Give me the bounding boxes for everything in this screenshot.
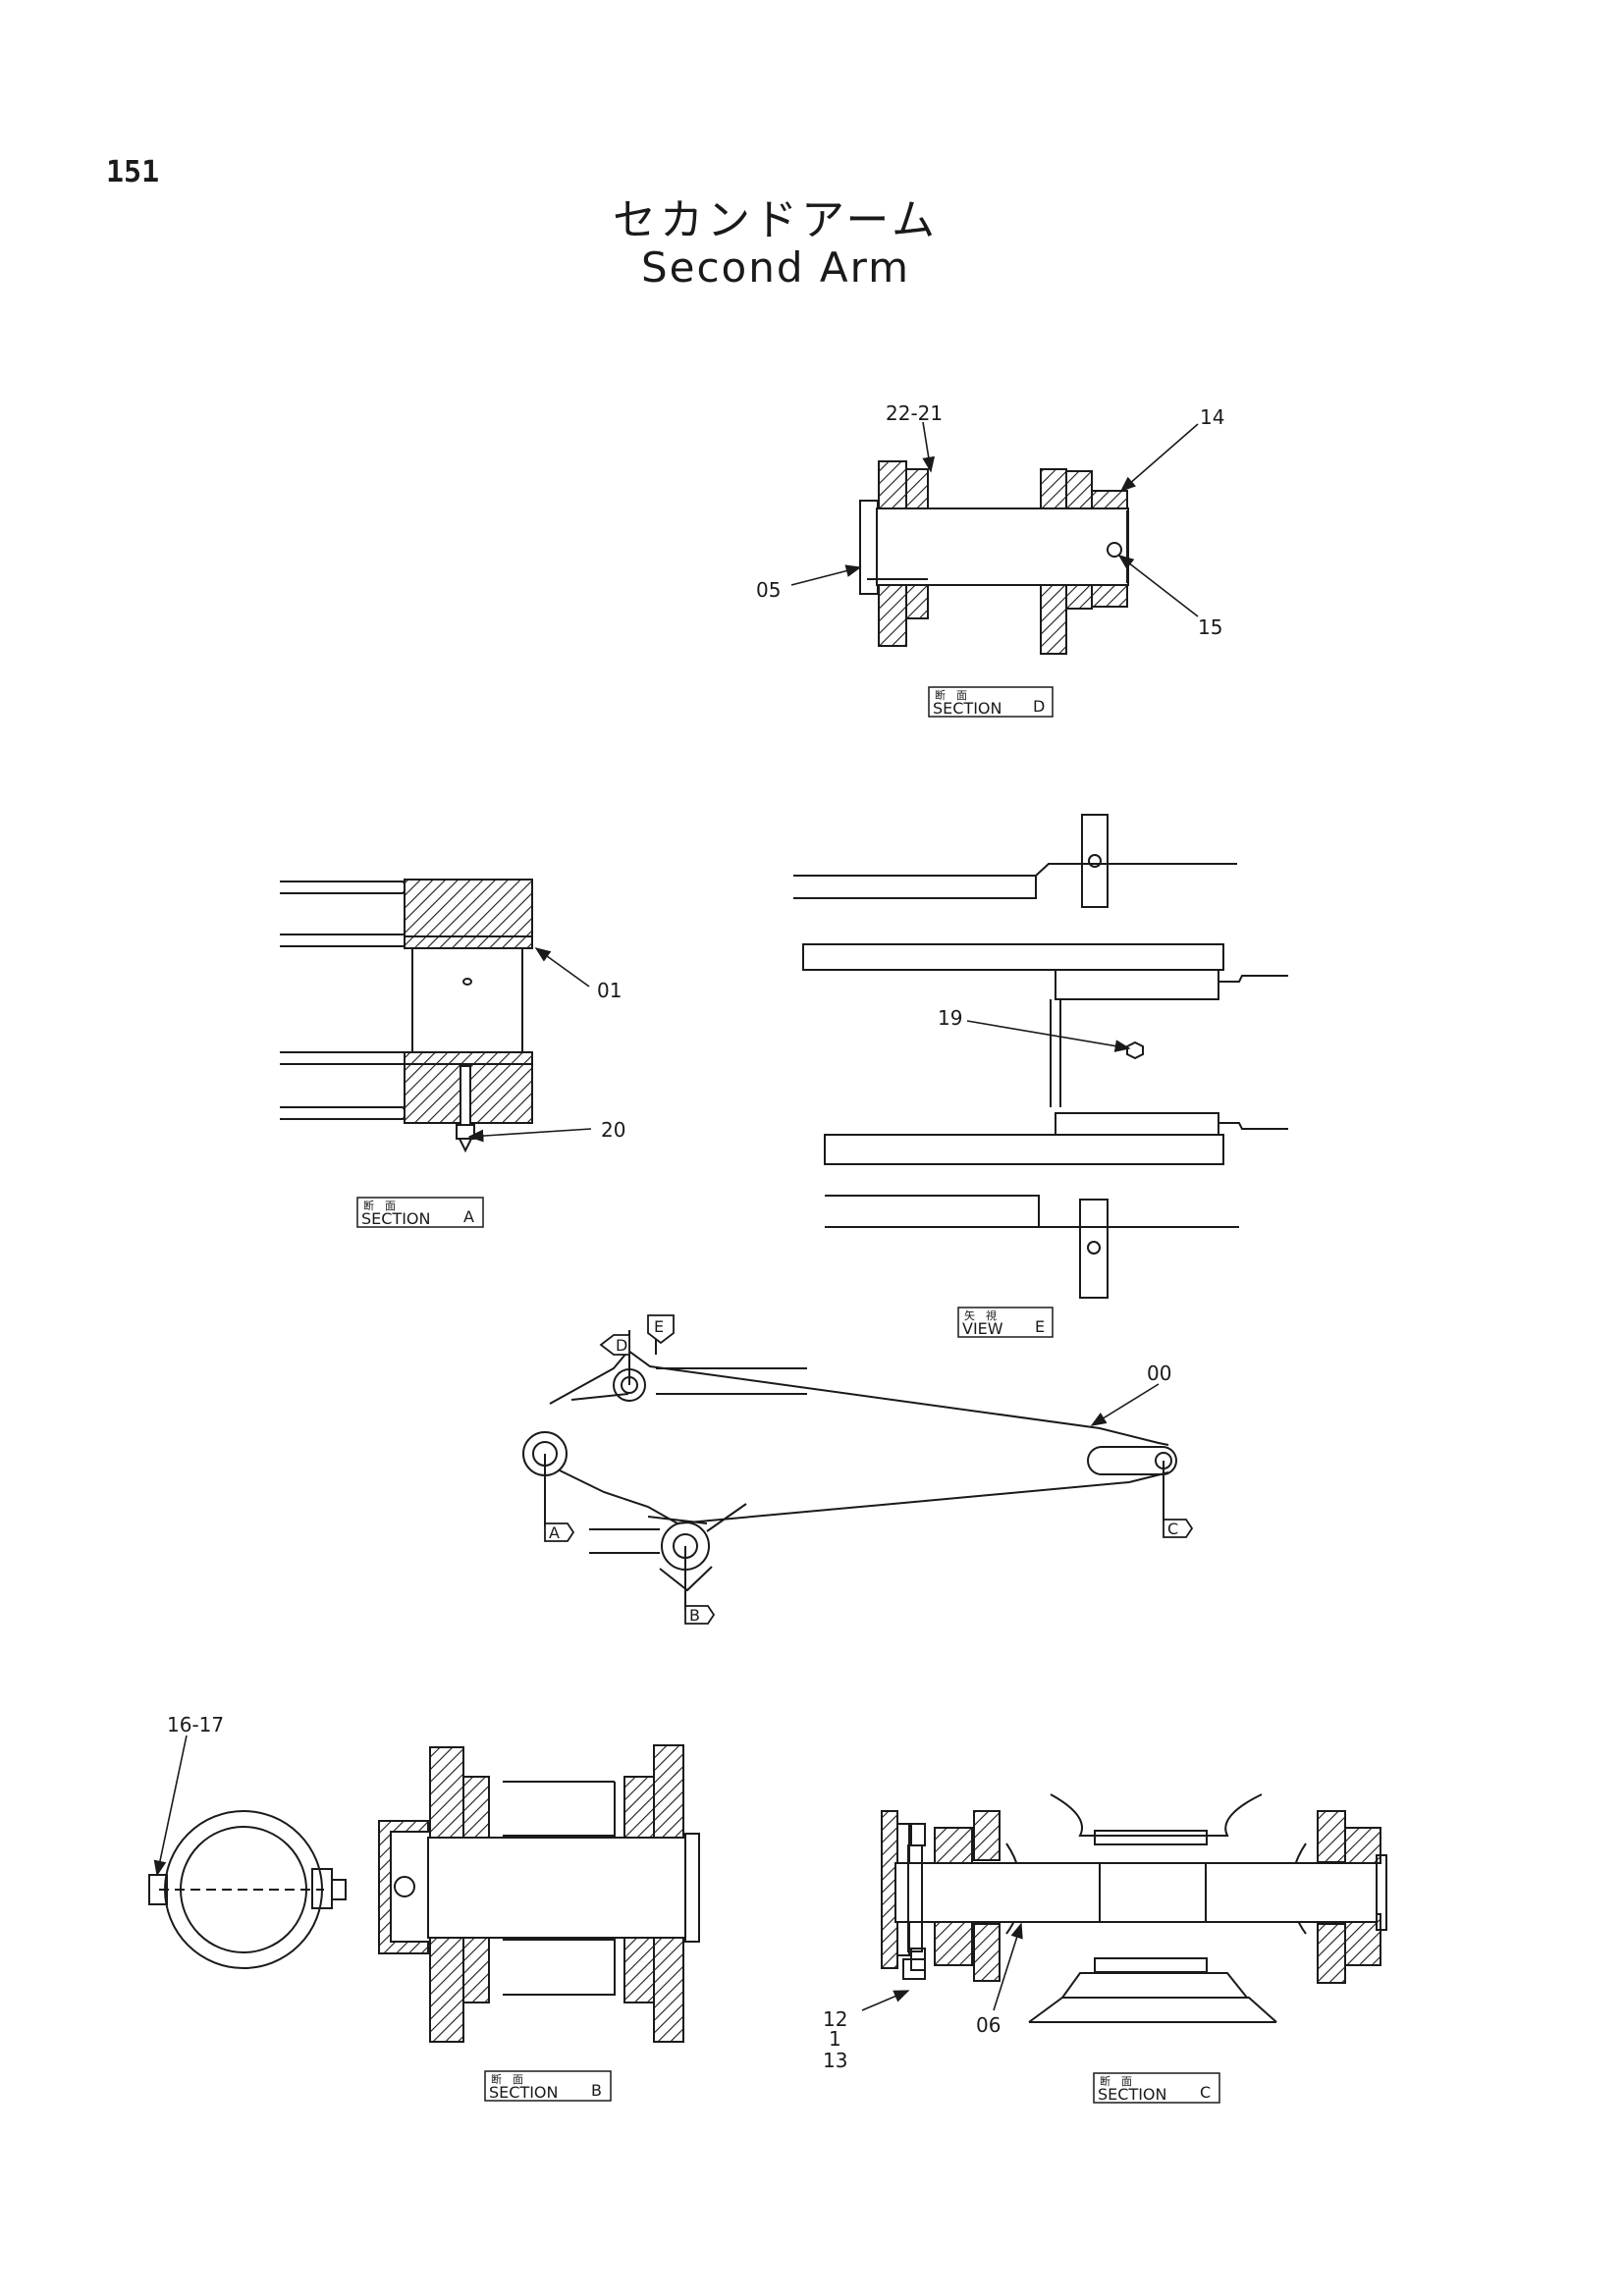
part-label-05: 05 [756,578,781,602]
tag-view-e-en: VIEW [962,1319,1003,1338]
page-number: 151 [106,155,160,189]
part-label-12: 12 [823,2007,847,2031]
tag-section-a-jp: 断 面 [363,1199,396,1212]
part-label-15: 15 [1198,615,1222,639]
tag-view-e-jp: 矢 視 [964,1308,997,1322]
tag-section-a-letter: A [463,1207,474,1226]
marker-c: C [1167,1520,1178,1538]
part-label-14: 14 [1200,405,1224,429]
second-arm-drawing [522,1330,1177,1610]
section-d-drawing [859,460,1129,655]
tag-section-b: 断 面 SECTION B [484,2070,612,2102]
view-e-drawing [793,814,1288,1299]
section-c-drawing [881,1793,1387,2023]
tag-section-d: 断 面 SECTION D [928,686,1054,718]
tag-section-b-jp: 断 面 [491,2072,523,2086]
title-japanese: セカンドアーム [612,195,940,245]
title-english: Second Arm [640,243,911,292]
section-a-drawing [280,879,533,1153]
tag-view-e: 矢 視 VIEW E [957,1307,1054,1338]
tag-section-a-en: SECTION [361,1209,431,1228]
part-label-19: 19 [938,1006,962,1030]
tag-section-c-letter: C [1200,2083,1211,2102]
leader-lines [153,421,1199,2011]
tag-section-d-jp: 断 面 [935,688,967,702]
part-label-20: 20 [601,1118,625,1142]
tag-view-e-letter: E [1035,1317,1045,1336]
part-label-06: 06 [976,2013,1001,2037]
tag-section-a: 断 面 SECTION A [356,1197,484,1228]
marker-b: B [689,1606,700,1625]
part-label-22-21: 22-21 [886,401,943,425]
part-label-00: 00 [1147,1362,1171,1385]
tag-section-c: 断 面 SECTION C [1093,2072,1220,2104]
tag-section-b-en: SECTION [489,2083,559,2102]
tag-section-d-letter: D [1033,697,1045,716]
part-label-16-17: 16-17 [167,1713,224,1736]
tag-section-b-letter: B [591,2081,602,2100]
marker-e: E [654,1317,664,1336]
marker-a: A [549,1523,560,1542]
part-label-13: 13 [823,2049,847,2072]
tag-section-c-en: SECTION [1098,2085,1167,2104]
marker-d: D [616,1336,627,1355]
section-b-side-drawing [148,1810,347,1969]
part-label-01: 01 [597,979,622,1002]
part-label-1: 1 [829,2027,841,2051]
tag-section-c-jp: 断 面 [1100,2074,1132,2088]
section-b-drawing [378,1744,700,2043]
tag-section-d-en: SECTION [933,699,1002,718]
